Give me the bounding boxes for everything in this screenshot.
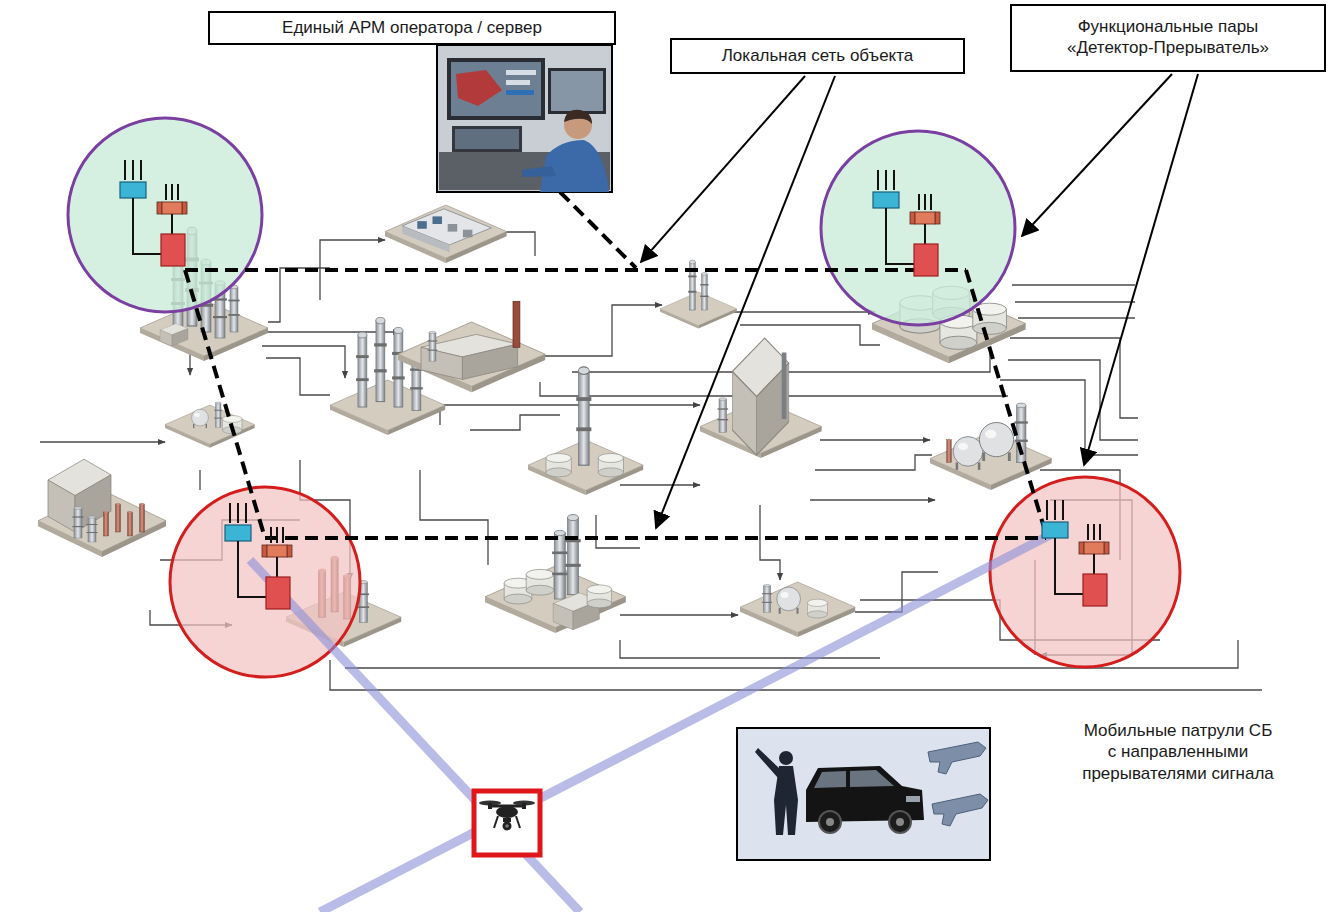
column-unit [330, 317, 445, 435]
callout-text: Локальная сеть объекта [678, 46, 958, 67]
tower-unit [700, 338, 822, 458]
callout-box: Единый АРМ оператора / сервер [208, 11, 616, 45]
callout-text: Функциональные пары «Детектор-Прерывател… [1051, 17, 1285, 58]
control-console [385, 205, 507, 263]
green-zone [821, 131, 1015, 325]
factory-unit [398, 301, 545, 392]
sphere-unit [930, 403, 1052, 490]
detector-interrupter-pairs [120, 160, 1109, 609]
mobile-patrol-picture [737, 728, 990, 860]
pump-unit [740, 582, 855, 637]
green-zone [68, 118, 262, 312]
callout-box: Локальная сеть объекта [670, 38, 965, 74]
drone-target [474, 791, 540, 855]
callout-text: Единый АРМ оператора / сервер [217, 18, 607, 39]
operator-photo [437, 45, 612, 192]
jamming-beams [250, 535, 1050, 912]
caption-label: Мобильные патрули СБ с направленными пре… [1079, 720, 1277, 784]
reactor-unit [528, 367, 643, 495]
power-unit [38, 459, 166, 557]
complex-unit [485, 515, 626, 634]
leader-arrows [641, 74, 1198, 528]
pipelines [40, 232, 1262, 690]
callout-box: Функциональные пары «Детектор-Прерывател… [1010, 4, 1326, 72]
red-zone [990, 477, 1180, 667]
protection-zones [68, 118, 1180, 677]
small-unit [165, 402, 255, 448]
